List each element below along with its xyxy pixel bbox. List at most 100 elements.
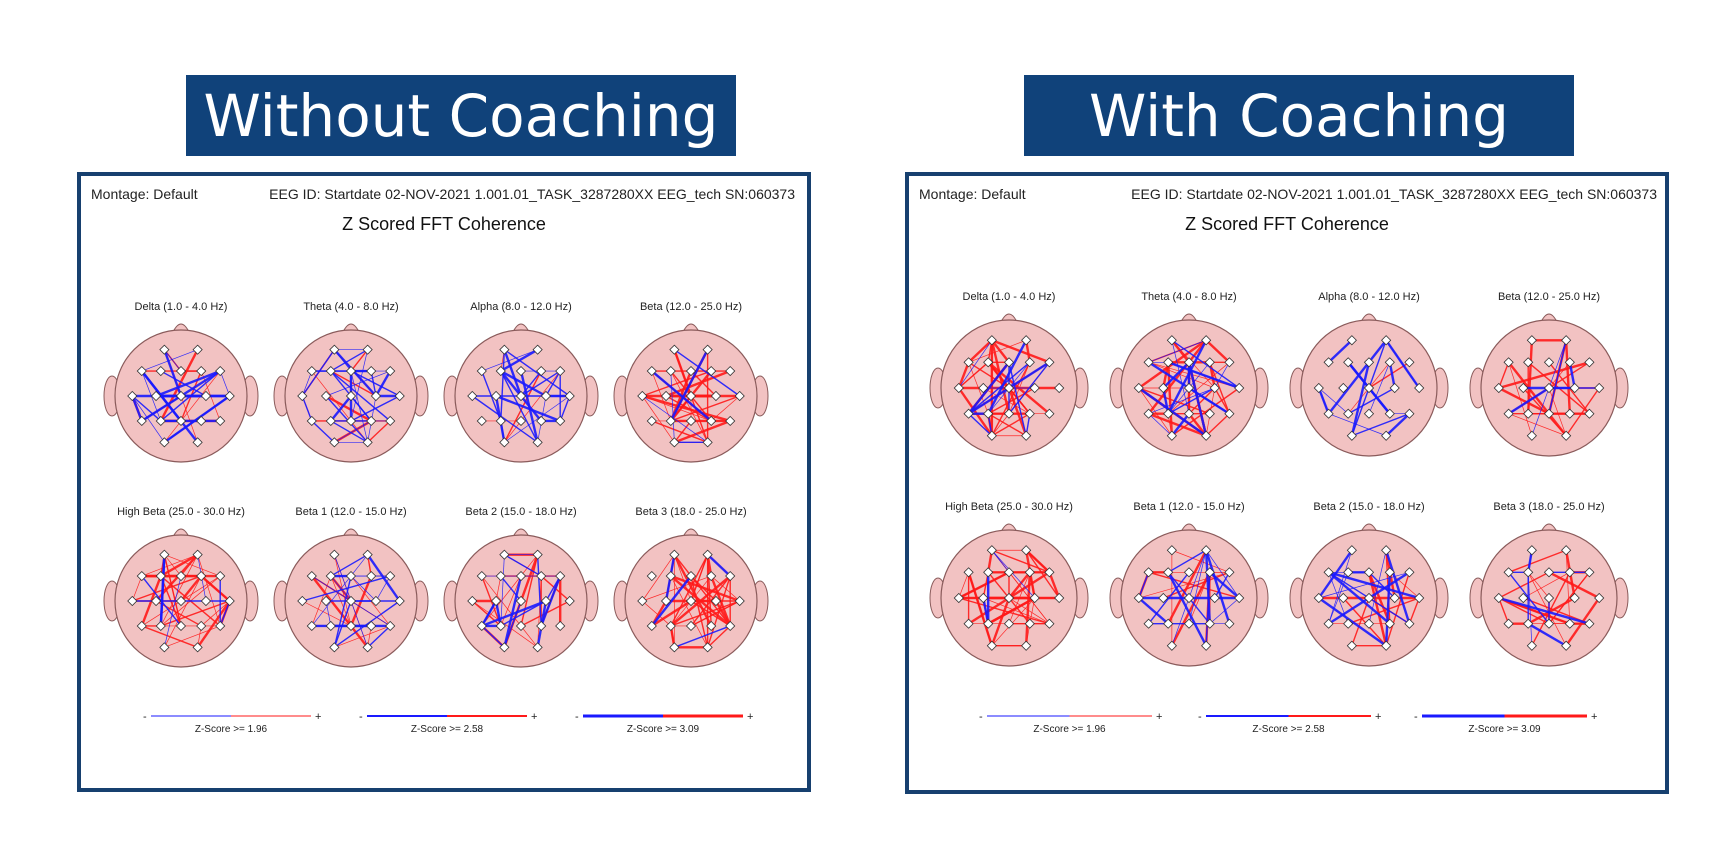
electrode: [1543, 567, 1555, 578]
electrode: [702, 642, 713, 653]
coherence-link: [219, 600, 231, 627]
coherence-link: [375, 575, 391, 602]
coherence-link: [968, 361, 1031, 415]
coherence-link: [991, 361, 1031, 437]
electrode: [564, 595, 575, 607]
electrode: [1404, 567, 1415, 578]
electrode: [515, 595, 527, 607]
band-label: High Beta (25.0 - 30.0 Hz): [945, 501, 1073, 513]
coherence-link: [1548, 340, 1567, 414]
coherence-link: [520, 370, 542, 397]
electrode: [983, 567, 994, 578]
coherence-link: [1368, 361, 1410, 389]
coherence-link: [673, 554, 731, 627]
electrode: [345, 365, 357, 377]
electrode: [665, 415, 676, 427]
panel-title: Z Scored FFT Coherence: [342, 214, 546, 234]
electrode: [1526, 640, 1537, 651]
electrode: [685, 390, 697, 402]
head-map: Beta 1 (12.0 - 15.0 Hz): [273, 506, 429, 668]
electrode: [555, 365, 566, 377]
electrode: [702, 344, 713, 355]
electrode: [1338, 592, 1349, 604]
band-label: Alpha (8.0 - 12.0 Hz): [470, 301, 572, 313]
coherence-link: [350, 575, 377, 602]
legend-minus: -: [1198, 711, 1202, 723]
coherence-link: [967, 361, 1010, 415]
electrode: [175, 365, 187, 377]
electrode: [685, 415, 697, 427]
coherence-link: [131, 395, 143, 422]
band-label: Beta (12.0 - 25.0 Hz): [640, 301, 742, 313]
electrode: [215, 415, 226, 427]
electrode: [1323, 618, 1334, 629]
legend-plus: +: [315, 711, 321, 723]
electrode: [325, 570, 336, 582]
electrode: [1584, 357, 1595, 368]
coherence-panel-left: Montage: Default EEG ID: Startdate 02-NO…: [77, 172, 811, 792]
coherence-link: [503, 349, 571, 397]
coherence-link: [1342, 597, 1387, 647]
coherence-link: [1498, 597, 1510, 624]
electrode: [1183, 567, 1195, 578]
coherence-link: [958, 597, 1050, 625]
electrode: [646, 415, 657, 427]
electrode: [515, 620, 527, 632]
coherence-link: [1188, 550, 1207, 624]
coherence-link: [200, 600, 230, 627]
electrode: [536, 570, 547, 582]
electrode: [1584, 408, 1595, 419]
electrode: [978, 592, 989, 604]
zscore-legend: -+Z-Score >= 1.96: [979, 711, 1162, 735]
coherence-link: [1170, 412, 1190, 437]
electrode: [1503, 357, 1514, 368]
electrode: [702, 549, 713, 560]
electrode: [669, 437, 680, 448]
electrode: [1003, 592, 1015, 604]
electrode: [1414, 592, 1425, 604]
coherence-link: [1138, 387, 1207, 437]
electrode: [710, 595, 722, 607]
coherence-link: [333, 600, 401, 648]
coherence-link: [500, 370, 539, 443]
electrode: [1523, 618, 1534, 629]
coherence-link: [197, 554, 221, 627]
coherence-link: [983, 597, 1050, 625]
coherence-link: [991, 413, 1031, 437]
coherence-link: [1167, 361, 1240, 390]
electrode: [1584, 618, 1595, 629]
electrode: [1543, 357, 1555, 368]
electrode: [1054, 592, 1065, 604]
coherence-link: [481, 575, 538, 648]
electrode: [136, 620, 147, 632]
electrode: [136, 365, 147, 377]
coherence-link: [163, 554, 182, 627]
coherence-link: [301, 370, 313, 397]
coherence-link: [159, 554, 166, 627]
coherence-link: [330, 554, 368, 577]
electrode: [196, 570, 207, 582]
electrode: [564, 390, 575, 402]
electrode: [320, 390, 332, 402]
electrode: [499, 549, 510, 560]
band-label: Beta (12.0 - 25.0 Hz): [1498, 291, 1600, 303]
electrode: [1158, 592, 1169, 604]
electrode: [1166, 545, 1177, 556]
electrode: [734, 390, 745, 402]
coherence-link: [330, 370, 377, 397]
coherence-link: [673, 419, 731, 444]
electrode: [1183, 382, 1195, 394]
electrode: [1224, 618, 1235, 629]
electrode: [1523, 357, 1534, 368]
electrode: [665, 365, 676, 377]
electrode: [669, 549, 680, 560]
electrode: [1003, 618, 1015, 629]
coherence-link: [670, 395, 740, 422]
electrode: [329, 549, 340, 560]
electrode: [1158, 382, 1169, 394]
legend-plus: +: [531, 711, 537, 723]
coherence-link: [545, 370, 561, 397]
electrode: [1224, 408, 1235, 419]
coherence-link: [968, 339, 1027, 363]
electrode: [963, 618, 974, 629]
